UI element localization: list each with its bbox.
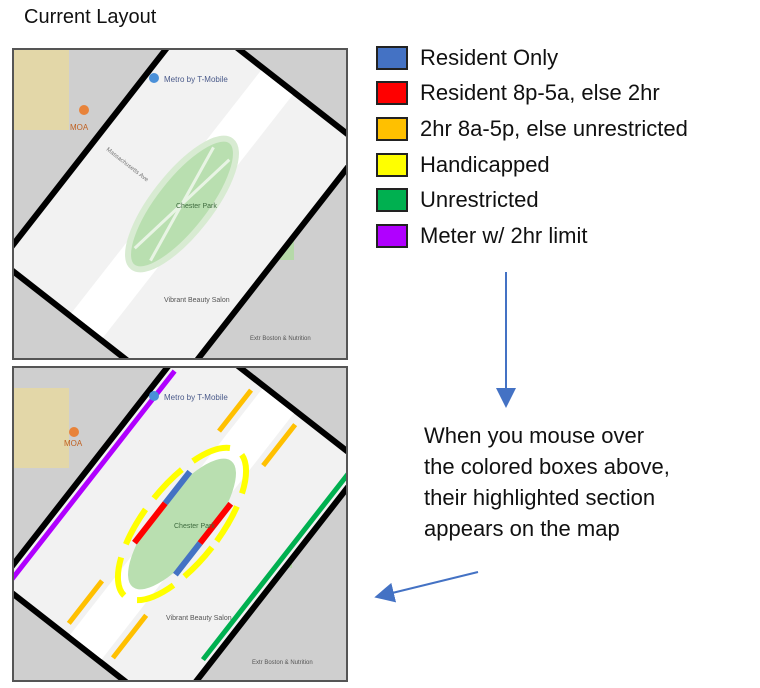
swatch-resident-night[interactable] [376, 81, 408, 106]
park [128, 458, 236, 590]
restaurant-pin-icon [69, 427, 79, 437]
legend-label: Resident 8p-5a, else 2hr [420, 80, 660, 106]
segment-resident-night [197, 501, 234, 546]
swatch-meter[interactable] [376, 223, 408, 248]
segment-meter [14, 369, 177, 583]
poi-top-label: Metro by T-Mobile [164, 393, 228, 402]
location-pin-icon [149, 391, 159, 401]
segment-resident-only [162, 469, 193, 506]
location-pin-icon [149, 73, 159, 83]
instruction-note: When you mouse over the colored boxes ab… [424, 420, 754, 544]
park-label: Chester Park [174, 523, 215, 530]
legend: Resident Only Resident 8p-5a, else 2hr 2… [376, 40, 688, 254]
note-line: their highlighted section [424, 485, 656, 510]
legend-item-meter[interactable]: Meter w/ 2hr limit [376, 218, 688, 254]
note-line: the colored boxes above, [424, 454, 670, 479]
salon-label: Vibrant Beauty Salon [164, 297, 230, 304]
legend-item-resident-night[interactable]: Resident 8p-5a, else 2hr [376, 76, 688, 112]
segment-2hr [66, 579, 105, 625]
legend-label: Handicapped [420, 151, 550, 177]
legend-item-handicapped[interactable]: Handicapped [376, 147, 688, 183]
legend-item-2hr[interactable]: 2hr 8a-5p, else unrestricted [376, 111, 688, 147]
swatch-handicapped[interactable] [376, 152, 408, 177]
legend-label: Resident Only [420, 44, 559, 70]
park-label: Chester Park [176, 203, 217, 210]
legend-item-resident-only[interactable]: Resident Only [376, 40, 688, 76]
map-highlighted-canvas: Metro by T-Mobile MOA Chester Park Vibra… [14, 368, 346, 680]
segment-resident-only [173, 541, 203, 577]
map-current-canvas: Metro by T-Mobile MOA Chester Park Massa… [14, 50, 346, 358]
legend-label: Unrestricted [420, 187, 539, 213]
swatch-unrestricted[interactable] [376, 188, 408, 213]
legend-item-unrestricted[interactable]: Unrestricted [376, 182, 688, 218]
salon-label: Vibrant Beauty Salon [166, 615, 232, 622]
left-arrow-icon [374, 571, 479, 603]
restaurant-pin-icon [79, 105, 89, 115]
segment-2hr [217, 388, 254, 433]
building-block [14, 388, 69, 468]
poi-left-label: MOA [64, 439, 83, 448]
segment-2hr [110, 613, 149, 660]
bottom-right-label: Extr Boston & Nutrition [252, 660, 313, 666]
poi-top-label: Metro by T-Mobile [164, 75, 228, 84]
map-highlighted: Metro by T-Mobile MOA Chester Park Vibra… [12, 366, 348, 682]
building-block [14, 50, 69, 130]
segment-2hr [261, 423, 298, 468]
legend-label: 2hr 8a-5p, else unrestricted [420, 115, 688, 141]
legend-label: Meter w/ 2hr limit [420, 222, 588, 248]
swatch-2hr[interactable] [376, 116, 408, 141]
poi-left-label: MOA [70, 123, 89, 132]
note-line: When you mouse over [424, 423, 645, 448]
swatch-resident-only[interactable] [376, 45, 408, 70]
segment-handicapped [114, 444, 250, 604]
map-current: Metro by T-Mobile MOA Chester Park Massa… [12, 48, 348, 360]
page-title: Current Layout [24, 6, 157, 28]
bottom-right-label: Extr Boston & Nutrition [250, 336, 311, 342]
note-line: appears on the map [424, 516, 620, 541]
segment-resident-night [132, 501, 168, 545]
segment-unrestricted [200, 467, 346, 662]
